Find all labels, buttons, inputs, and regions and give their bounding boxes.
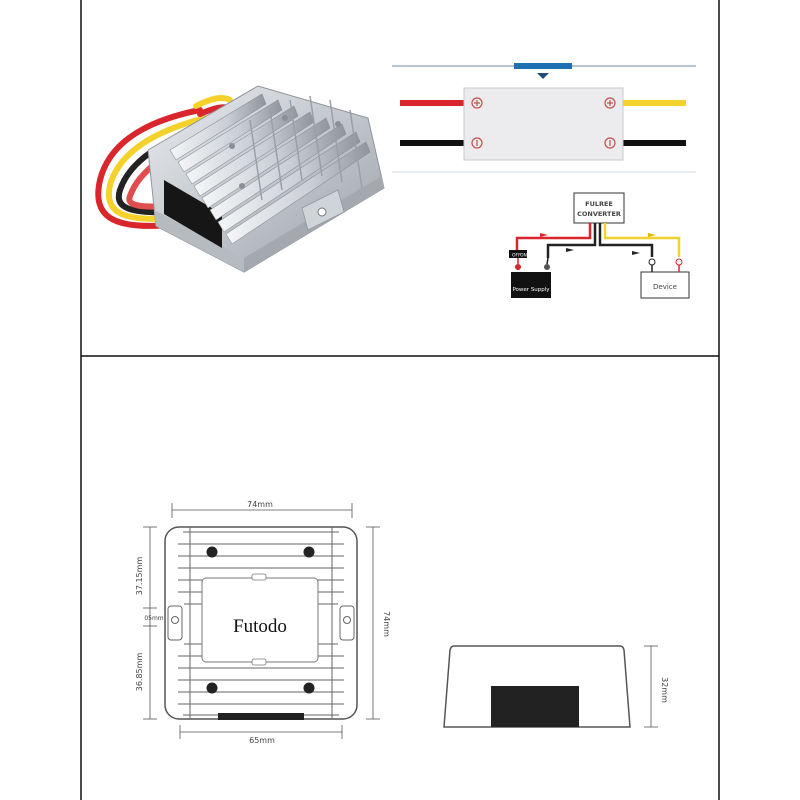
converter-box [573, 192, 625, 224]
wiring-module [392, 63, 696, 173]
width-dimension-label: 74mm [247, 500, 273, 509]
device-box [640, 271, 690, 299]
side-dimension-view: 32mm [443, 645, 669, 728]
terminal-plus-icon [471, 97, 616, 109]
converter-label-line2: CONVERTER [577, 210, 621, 218]
battery-terminal-icon [515, 264, 550, 270]
housing-front-face [154, 210, 244, 272]
diagram-output-black-wire [598, 223, 654, 257]
panel-borders [80, 0, 720, 800]
device-label: Device [653, 283, 677, 291]
mounting-hole-left [171, 616, 179, 624]
switch-label-off: OFF [512, 253, 521, 259]
connection-diagram: FULREE CONVERTER OFF ON Power Supply [509, 192, 690, 299]
diagram-input-red-wire [515, 223, 592, 252]
side-height-dimension-label: 32mm [660, 677, 669, 703]
diagram-input-black-wire [546, 223, 597, 258]
module-marker [514, 63, 572, 69]
height-dimension-label: 74mm [382, 611, 391, 637]
cable-bundle [95, 95, 233, 229]
front-dimension-view: 74mm [135, 500, 391, 745]
flow-arrow-icon [566, 248, 574, 252]
base-width-dimension-label: 65mm [249, 736, 275, 745]
module-body [463, 87, 624, 161]
terminal-minus-icon [471, 137, 616, 149]
upper-section-dimension-label: 37.15mm [135, 557, 144, 596]
power-supply-box [511, 272, 551, 298]
power-switch [509, 250, 527, 258]
brand-text: Futodo [233, 616, 287, 637]
cable-grommet [164, 180, 222, 248]
mounting-hole [317, 207, 327, 217]
front-screws [206, 546, 315, 694]
diagram-output-yellow-wire [603, 223, 681, 257]
fin-ridges [249, 95, 363, 201]
flow-arrow-icon [540, 233, 548, 237]
mount-screws [229, 115, 341, 189]
lower-section-dimension-label: 36.85mm [135, 653, 144, 692]
power-supply-label: Power Supply [512, 287, 550, 293]
side-cable-grommet [491, 686, 579, 727]
marker-arrow-icon [537, 73, 549, 79]
converter-label-line1: FULREE [585, 200, 613, 208]
converter-product-photo [95, 85, 385, 273]
gap-dimension-label: 05mm [144, 615, 163, 622]
device-terminal-icon [648, 258, 683, 266]
mounting-hole-right [343, 616, 351, 624]
flow-arrow-icon [632, 251, 640, 255]
switch-label-on: ON [520, 253, 527, 259]
cable-grommet-outline [218, 713, 304, 720]
flow-arrow-icon [648, 233, 656, 237]
heatsink-fins [169, 93, 371, 245]
